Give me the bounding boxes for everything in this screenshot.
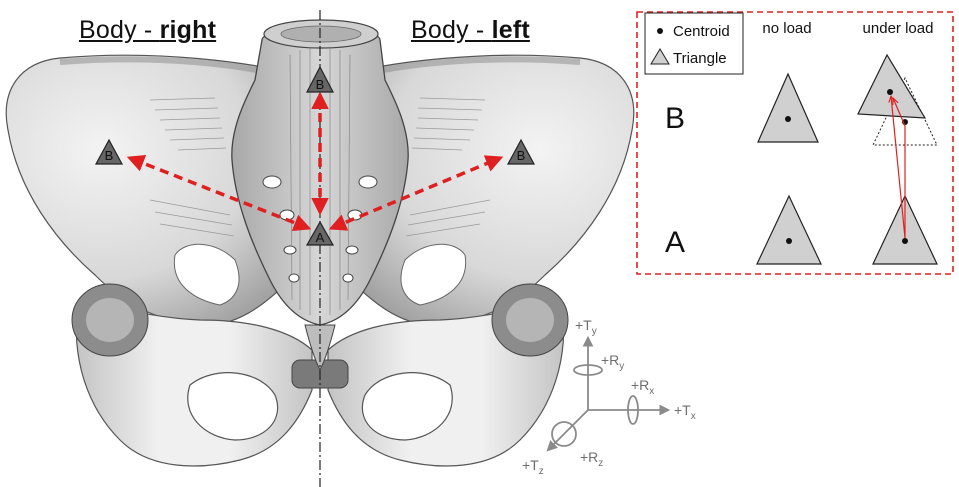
legend-centroid-label: Centroid [673,23,730,40]
triangle-b-no-load [758,74,818,142]
inset-panel: Centroid Triangle no load under load B A [637,12,953,274]
legend-box: Centroid Triangle [645,13,743,74]
marker-b-top-label: B [316,77,325,92]
triangle-b-under-load [858,55,937,145]
label-tz: +Tz [522,457,544,477]
row-label-a: A [665,226,685,259]
marker-a-label: A [316,230,325,245]
label-tx: +Tx [674,402,696,422]
label-ty: +Ty [575,317,597,337]
column-no-load: no load [762,20,811,37]
legend-triangle-label: Triangle [673,50,727,67]
label-ry: +Ry [601,352,624,372]
row-label-b: B [665,102,685,135]
label-rx: +Rx [631,377,654,397]
marker-b-left-label: B [517,148,526,163]
axis-tz [548,410,588,450]
acetabulum-right-inner [86,298,134,342]
triangle-b-displaced [858,55,925,118]
marker-b-right-label: B [105,148,114,163]
acetabulum-left-inner [506,298,554,342]
label-rz: +Rz [580,449,603,469]
triangle-a-no-load [757,196,821,264]
vertebra-top-inner [281,26,361,42]
centroid-legend-icon [657,28,663,34]
column-under-load: under load [863,20,934,37]
